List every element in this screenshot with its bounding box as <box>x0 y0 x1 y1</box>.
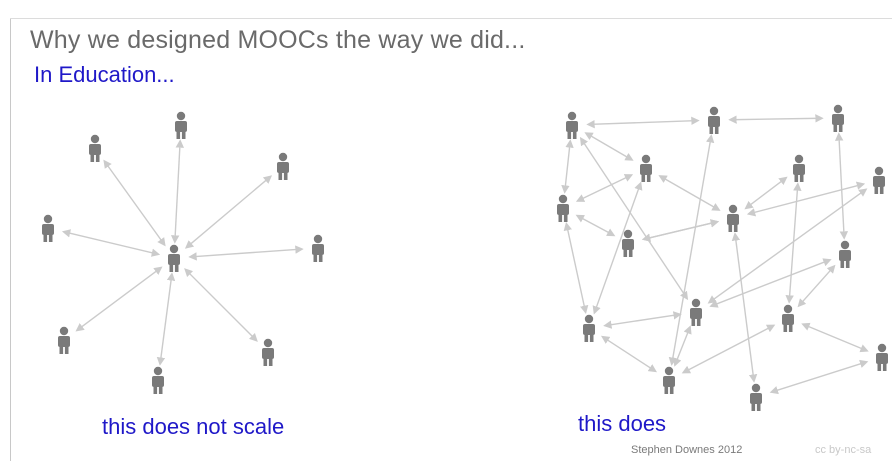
connection-arrow <box>103 159 166 247</box>
person-icon <box>89 134 101 162</box>
person-icon <box>690 298 702 326</box>
connection-arrow <box>801 322 869 353</box>
connection-arrow <box>731 232 758 383</box>
frame-border-left <box>10 18 11 461</box>
connection-arrow <box>61 229 161 257</box>
person-icon <box>58 326 70 354</box>
connection-arrow <box>184 175 273 249</box>
slide-title: Why we designed MOOCs the way we did... <box>30 26 526 54</box>
connection-arrow <box>75 266 163 332</box>
connection-arrow <box>575 214 616 237</box>
connection-arrow <box>744 176 788 210</box>
license-label: cc by-nc-sa <box>815 444 872 456</box>
caption-centralized: this does not scale <box>102 414 285 439</box>
centralized-network <box>42 111 324 394</box>
person-icon <box>876 343 888 371</box>
connection-arrow <box>728 114 824 124</box>
person-icon <box>312 234 324 262</box>
connection-arrow <box>592 181 643 315</box>
connection-arrow <box>563 221 589 315</box>
connection-arrow <box>579 136 689 301</box>
person-icon <box>557 194 569 222</box>
connection-arrow <box>603 311 682 329</box>
connection-arrow <box>658 175 721 211</box>
person-icon <box>622 229 634 257</box>
person-icon <box>175 111 187 139</box>
person-icon <box>640 154 652 182</box>
person-icon <box>708 106 720 134</box>
person-icon <box>168 244 180 272</box>
connection-arrow <box>709 258 832 308</box>
connection-arrow <box>170 139 185 244</box>
person-icon <box>873 166 885 194</box>
connection-arrow <box>601 335 657 373</box>
connection-arrow <box>797 264 836 308</box>
person-icon <box>152 366 164 394</box>
connection-arrow <box>834 132 849 240</box>
connection-arrow <box>184 268 258 342</box>
person-icon <box>782 304 794 332</box>
person-icon <box>42 214 54 242</box>
frame-border-top <box>10 18 892 19</box>
person-icon <box>262 338 274 366</box>
connection-arrow <box>668 134 715 366</box>
person-icon <box>839 240 851 268</box>
author-credit: Stephen Downes 2012 <box>631 444 743 456</box>
distributed-network <box>557 104 888 411</box>
connection-arrow <box>586 116 700 129</box>
person-icon <box>277 152 289 180</box>
slide-subtitle: In Education... <box>34 62 175 87</box>
person-icon <box>793 154 805 182</box>
connection-arrow <box>188 245 304 261</box>
connection-arrow <box>681 324 776 374</box>
connection-arrow <box>746 181 866 217</box>
person-icon <box>583 314 595 342</box>
connection-arrow <box>561 139 574 194</box>
connection-arrow <box>769 359 869 395</box>
person-icon <box>663 366 675 394</box>
person-icon <box>727 204 739 232</box>
person-icon <box>566 111 578 139</box>
caption-distributed: this does <box>578 411 667 436</box>
connection-arrow <box>641 219 720 242</box>
person-icon <box>750 383 762 411</box>
connection-arrow <box>156 272 176 366</box>
connection-arrow <box>575 174 634 202</box>
person-icon <box>832 104 844 132</box>
